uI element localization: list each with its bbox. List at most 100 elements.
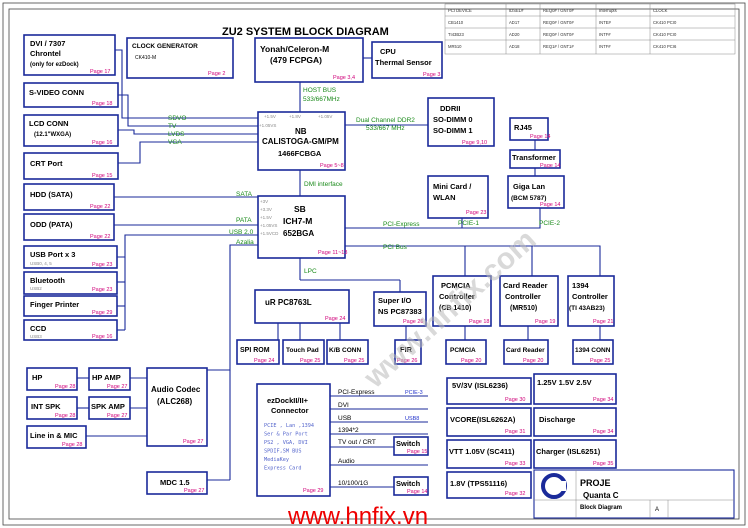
transformer-block: Transformer Page 14 (509, 149, 561, 169)
project-label: PROJE (580, 478, 611, 488)
svg-text:Page 15: Page 15 (407, 449, 428, 455)
svg-text:SO-DIMM 1: SO-DIMM 1 (433, 126, 473, 135)
sdvo-bus-label: SDVO (168, 115, 186, 122)
table-cell: CB1410 (448, 20, 464, 25)
tv-bus-label: TV (168, 123, 177, 130)
svg-text:652BGA: 652BGA (283, 229, 314, 238)
ez-audio-label: Audio (338, 458, 355, 465)
svg-text:Switch: Switch (396, 479, 421, 488)
svg-text:CK410-M: CK410-M (135, 55, 156, 61)
finger-printer-block: Finger Printer Page 29 (23, 295, 118, 317)
pcmcia-slot-block: PCMCIA Page 20 (445, 339, 487, 365)
ez-usb-tag: USB8 (405, 416, 419, 422)
svg-text:(479 FCPGA): (479 FCPGA) (270, 55, 322, 65)
azalia-bus-label: Azalia (236, 239, 254, 246)
fir-block: FIR Page 26 (394, 339, 422, 365)
svg-text:Page 14: Page 14 (540, 163, 561, 169)
svg-text:1.25V 1.5V 2.5V: 1.25V 1.5V 2.5V (537, 378, 592, 387)
svg-text:SPK AMP: SPK AMP (91, 402, 125, 411)
svg-text:Transformer: Transformer (512, 153, 556, 162)
usb-port-block: USB Port x 3 USB0, 4, 5 Page 23 (23, 245, 118, 269)
power-1-8v-block: 1.8V (TPS51116) Page 32 (446, 471, 532, 499)
svg-text:Controller: Controller (439, 292, 475, 301)
switch-lan-block: Switch Page 14 (393, 476, 429, 496)
svg-text:USB3: USB3 (30, 334, 42, 339)
ez-lan-label: 10/100/1G (338, 480, 368, 487)
svg-text:PCMCIA: PCMCIA (450, 347, 476, 354)
svg-text:HDD (SATA): HDD (SATA) (30, 190, 73, 199)
svg-text:Page 21: Page 21 (593, 319, 614, 325)
table-cell: CK410 PCI0 (653, 32, 677, 37)
svg-text:Page 2: Page 2 (208, 71, 225, 77)
svg-text:CALISTOGA-GM/PM: CALISTOGA-GM/PM (262, 137, 339, 146)
table-cell: REQ1# / GNT1# (543, 44, 574, 49)
svg-text:INT SPK: INT SPK (31, 402, 61, 411)
int-spk-block: INT SPK Page 28 (26, 396, 78, 420)
table-cell: REQ0# / GNT0# (543, 20, 574, 25)
diagram-title: ZU2 SYSTEM BLOCK DIAGRAM (222, 26, 389, 38)
svg-text:1.8V (TPS51116): 1.8V (TPS51116) (450, 479, 508, 488)
svg-text:CRT Port: CRT Port (30, 159, 63, 168)
clock-generator-block: CLOCK GENERATOR CK410-M Page 2 (126, 37, 234, 79)
svg-text:Controller: Controller (505, 292, 541, 301)
table-cell: TI43B23 (448, 32, 465, 37)
svg-text:Chrontel: Chrontel (30, 49, 61, 58)
svg-text:Page 16: Page 16 (92, 334, 113, 340)
svg-text:VCORE(ISL6262A): VCORE(ISL6262A) (450, 415, 516, 424)
svg-text:(TI 43AB23): (TI 43AB23) (569, 305, 605, 312)
svg-text:Page 19: Page 19 (535, 319, 556, 325)
svg-text:Line in & MIC: Line in & MIC (30, 431, 78, 440)
audio-codec-block: Audio Codec (ALC268) Page 27 (146, 367, 208, 447)
svg-text:+3.3V: +3.3V (260, 207, 272, 212)
svg-text:ODD (PATA): ODD (PATA) (30, 220, 73, 229)
svg-text:(MR510): (MR510) (510, 305, 537, 312)
switch-tv-block: Switch Page 15 (393, 436, 429, 456)
svg-text:Controller: Controller (572, 292, 608, 301)
svg-text:Super I/O: Super I/O (378, 296, 412, 305)
svg-text:Page 18: Page 18 (469, 319, 490, 325)
svg-text:Page 28: Page 28 (55, 384, 76, 390)
host-bus-frequency: 533/667MHz (303, 96, 340, 103)
svg-text:Page 27: Page 27 (107, 413, 128, 419)
svg-text:ICH7-M: ICH7-M (283, 216, 312, 226)
svg-text:Page 20: Page 20 (461, 358, 482, 364)
mdc-block: MDC 1.5 Page 27 (146, 471, 208, 495)
pci-bus-label: PCI Bus (383, 244, 408, 251)
svg-text:Page 17: Page 17 (90, 69, 111, 75)
svg-text:(BCM 5787): (BCM 5787) (511, 195, 546, 202)
svg-text:CPU: CPU (380, 47, 396, 56)
svg-text:+1.8V: +1.8V (289, 114, 301, 119)
dmi-bus-label: DMI interface (304, 181, 343, 188)
ez-usb-label: USB (338, 415, 351, 422)
svg-text:CCD: CCD (30, 324, 47, 333)
footer-url[interactable]: www.hnfix.vn (287, 503, 428, 528)
svg-text:Page 25: Page 25 (590, 358, 611, 364)
svg-text:+3V: +3V (260, 199, 268, 204)
svg-text:uR PC8763L: uR PC8763L (265, 298, 312, 307)
hp-amp-block: HP AMP Page 27 (88, 367, 131, 391)
svg-text:Page 27: Page 27 (107, 384, 128, 390)
ccd-block: CCD USB3 Page 16 (23, 319, 118, 341)
odd-pata-block: ODD (PATA) Page 22 (23, 213, 115, 241)
svg-text:USB0, 4, 5: USB0, 4, 5 (30, 261, 52, 266)
svg-text:Page 28: Page 28 (62, 442, 83, 448)
pcie1-tag: PCIE-1 (458, 220, 479, 227)
svg-text:+1.5VCD: +1.5VCD (260, 231, 279, 236)
svg-text:Page 29: Page 29 (303, 488, 324, 494)
ezdock-signal-item: MediaKey (264, 457, 289, 463)
svg-text:Page 14: Page 14 (530, 134, 551, 140)
thermal-sensor-block: CPU Thermal Sensor Page 3 (371, 41, 443, 79)
table-cell: CK410 PCI0 (653, 20, 677, 25)
table-cell: INTF# (599, 32, 611, 37)
table-cell: REQ0# / GNT0# (543, 32, 574, 37)
svg-text:ezDockII/II+: ezDockII/II+ (267, 396, 309, 405)
pcmcia-controller-block: PCMCIA Controller (CB 1410) Page 18 (432, 275, 492, 327)
svg-text:Connector: Connector (271, 406, 309, 415)
power-discharge-block: Discharge Page 34 (533, 407, 617, 437)
1394-controller-block: 1394 Controller (TI 43AB23) Page 21 (567, 275, 615, 327)
table-cell: Interrupts (599, 8, 617, 13)
svg-text:+1.5V: +1.5V (260, 215, 272, 220)
